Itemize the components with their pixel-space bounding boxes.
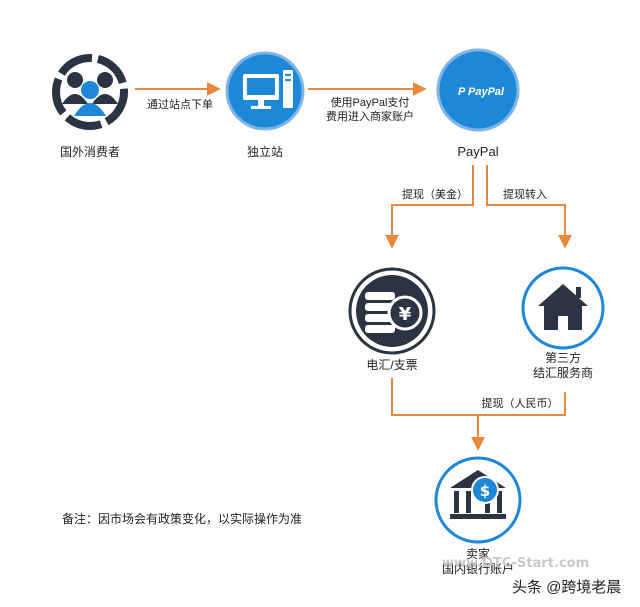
third-party-label-line2: 结汇服务商 bbox=[532, 366, 593, 380]
edge-label-consumer-to-store: 通过站点下单 bbox=[147, 99, 213, 111]
edge-label-paypal-to-wire: 提现（美金） bbox=[402, 189, 468, 201]
paypal-logo-icon: P PayPal bbox=[436, 48, 520, 132]
store-label: 独立站 bbox=[246, 145, 283, 159]
connectors bbox=[135, 82, 572, 451]
edge-label-to-seller: 提现（人民币） bbox=[481, 398, 559, 410]
paypal-label: PayPal bbox=[457, 144, 499, 159]
arrow-paypal-to-wire bbox=[385, 165, 474, 249]
paypal-logo-text: PayPal bbox=[468, 86, 505, 98]
watermark: www.DTC-Start.com bbox=[442, 556, 590, 571]
consumer-label: 国外消费者 bbox=[59, 145, 120, 159]
wire-label: 电汇/支票 bbox=[366, 358, 418, 372]
svg-text:¥: ¥ bbox=[399, 304, 412, 325]
svg-text:P: P bbox=[458, 86, 466, 98]
coins-yen-icon: ¥ bbox=[348, 267, 436, 355]
bank-dollar-icon: $ bbox=[434, 456, 522, 544]
edge-label-paypal-to-third: 提现转入 bbox=[503, 189, 547, 201]
seller-label-line2: 国内银行账户 bbox=[441, 562, 514, 576]
credit-text: 头条 @跨境老晨 bbox=[512, 579, 622, 596]
arrow-paypal-to-third bbox=[486, 165, 572, 249]
seller-label-line1: 卖家 bbox=[465, 547, 490, 561]
edge-label-store-to-paypal-line2: 费用进入商家账户 bbox=[326, 111, 414, 123]
desktop-computer-icon bbox=[225, 51, 305, 131]
policy-note: 备注：因市场会有政策变化，以实际操作为准 bbox=[62, 512, 303, 526]
connector-wire-down bbox=[391, 378, 478, 416]
edge-label-store-to-paypal-line1: 使用PayPal支付 bbox=[330, 97, 410, 109]
third-party-label-line1: 第三方 bbox=[544, 351, 581, 365]
svg-text:$: $ bbox=[480, 482, 490, 500]
connector-third-down bbox=[478, 392, 566, 416]
house-icon bbox=[521, 266, 605, 350]
people-group-icon bbox=[52, 54, 128, 130]
